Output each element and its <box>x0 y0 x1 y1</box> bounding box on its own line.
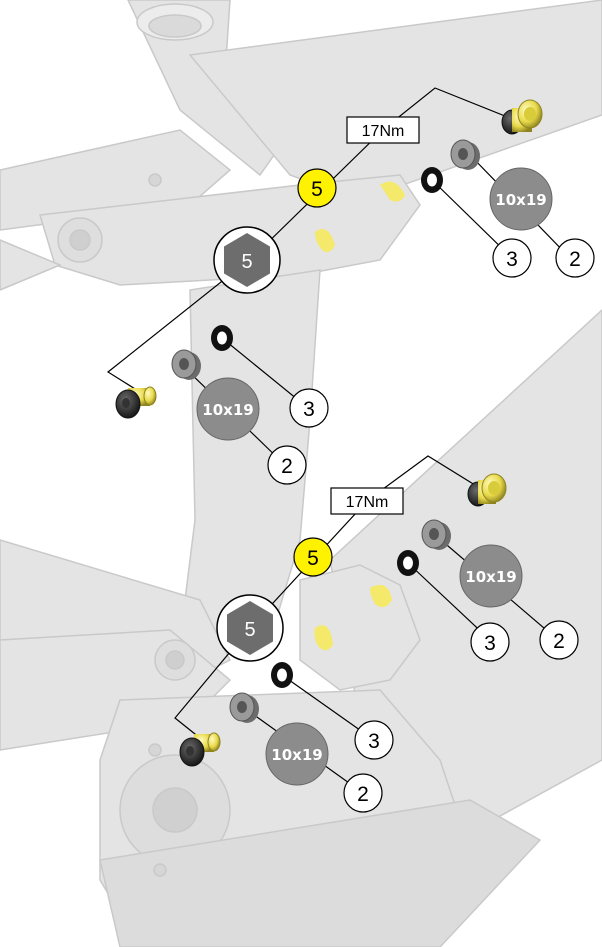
seat-stay-lower <box>0 239 62 291</box>
spacer-size-badge: 10x19 <box>489 167 553 231</box>
frame-bolt <box>148 743 162 757</box>
pivot-bolt-icon <box>179 732 221 767</box>
pivot-hole-upper-left <box>315 228 335 253</box>
washer-icon <box>397 550 419 576</box>
spacer-size-text: 10x19 <box>202 401 253 419</box>
washer-callout: 3 <box>470 622 510 662</box>
washer-icon <box>211 325 233 351</box>
pivot-bolt-icon <box>115 386 157 419</box>
bolt-callout: 5 <box>293 537 333 577</box>
pivot-hole-lower-right <box>370 584 392 608</box>
torque-label: 17Nm <box>346 494 389 511</box>
hardware-upper <box>115 99 543 419</box>
torque-label-box: 17Nm <box>346 116 420 144</box>
highlighted-pivots <box>314 181 405 651</box>
motor-axle <box>152 787 198 833</box>
washer-callout: 3 <box>289 388 329 428</box>
washer-callout: 3 <box>354 720 394 760</box>
spacer-icon <box>171 349 201 380</box>
spacer-callout-number: 2 <box>357 783 369 806</box>
washer-icon <box>271 662 293 688</box>
bolt-callout: 5 <box>297 168 337 208</box>
pivot-hole-upper-right <box>380 181 405 202</box>
top-tube <box>188 0 602 201</box>
hex-key-callout: 5 <box>213 226 281 294</box>
spacer-size-badge: 10x19 <box>459 544 523 608</box>
bb-pivot-bore <box>165 650 185 670</box>
hex-key-icon <box>227 601 273 655</box>
seat-tube-bore <box>148 14 202 38</box>
pivot-bolt-icon <box>467 473 507 507</box>
washer-callout-number: 3 <box>506 248 518 271</box>
washer-icon <box>421 167 443 193</box>
spacer-icon <box>421 519 451 550</box>
washer-callout-number: 3 <box>484 632 496 655</box>
callouts-upper: 17Nm 5 5 10x19 10x19 3 2 <box>196 116 595 485</box>
spacer-callout: 2 <box>267 445 307 485</box>
washer-callout: 3 <box>492 238 532 278</box>
pivot-bolt-icon <box>501 99 543 135</box>
skid-plate <box>99 799 542 947</box>
spacer-callout: 2 <box>539 620 579 660</box>
spacer-callout: 2 <box>343 773 383 813</box>
hex-key-icon <box>224 233 270 287</box>
hex-key-callout: 5 <box>216 594 284 662</box>
spacer-size-badge: 10x19 <box>265 722 329 786</box>
hardware-lower <box>179 473 507 767</box>
washer-callout-number: 3 <box>368 730 380 753</box>
frame-bolt <box>148 173 162 187</box>
callouts-lower: 17Nm 5 5 10x19 10x19 3 2 3 <box>216 487 579 813</box>
spacer-icon <box>450 139 480 170</box>
spacer-callout: 2 <box>555 238 595 278</box>
spacer-size-text: 10x19 <box>271 746 322 764</box>
washer-callout-number: 3 <box>303 398 315 421</box>
spacer-size-badge: 10x19 <box>196 377 260 441</box>
hex-key-size: 5 <box>241 251 252 273</box>
spacer-size-text: 10x19 <box>465 568 516 586</box>
pivot-hole-lower-left <box>314 625 333 651</box>
rocker-pivot-left-bore <box>69 229 91 251</box>
bolt-callout-number: 5 <box>307 547 319 570</box>
torque-label-box: 17Nm <box>330 487 404 515</box>
spacer-callout-number: 2 <box>281 455 293 478</box>
torque-label: 17Nm <box>362 123 405 140</box>
bolt-callout-number: 5 <box>311 178 323 201</box>
spacer-callout-number: 2 <box>553 630 565 653</box>
frame-bolt <box>153 863 167 877</box>
spacer-callout-number: 2 <box>569 248 581 271</box>
spacer-icon <box>229 692 259 723</box>
spacer-size-text: 10x19 <box>495 191 546 209</box>
hex-key-size: 5 <box>244 619 255 641</box>
